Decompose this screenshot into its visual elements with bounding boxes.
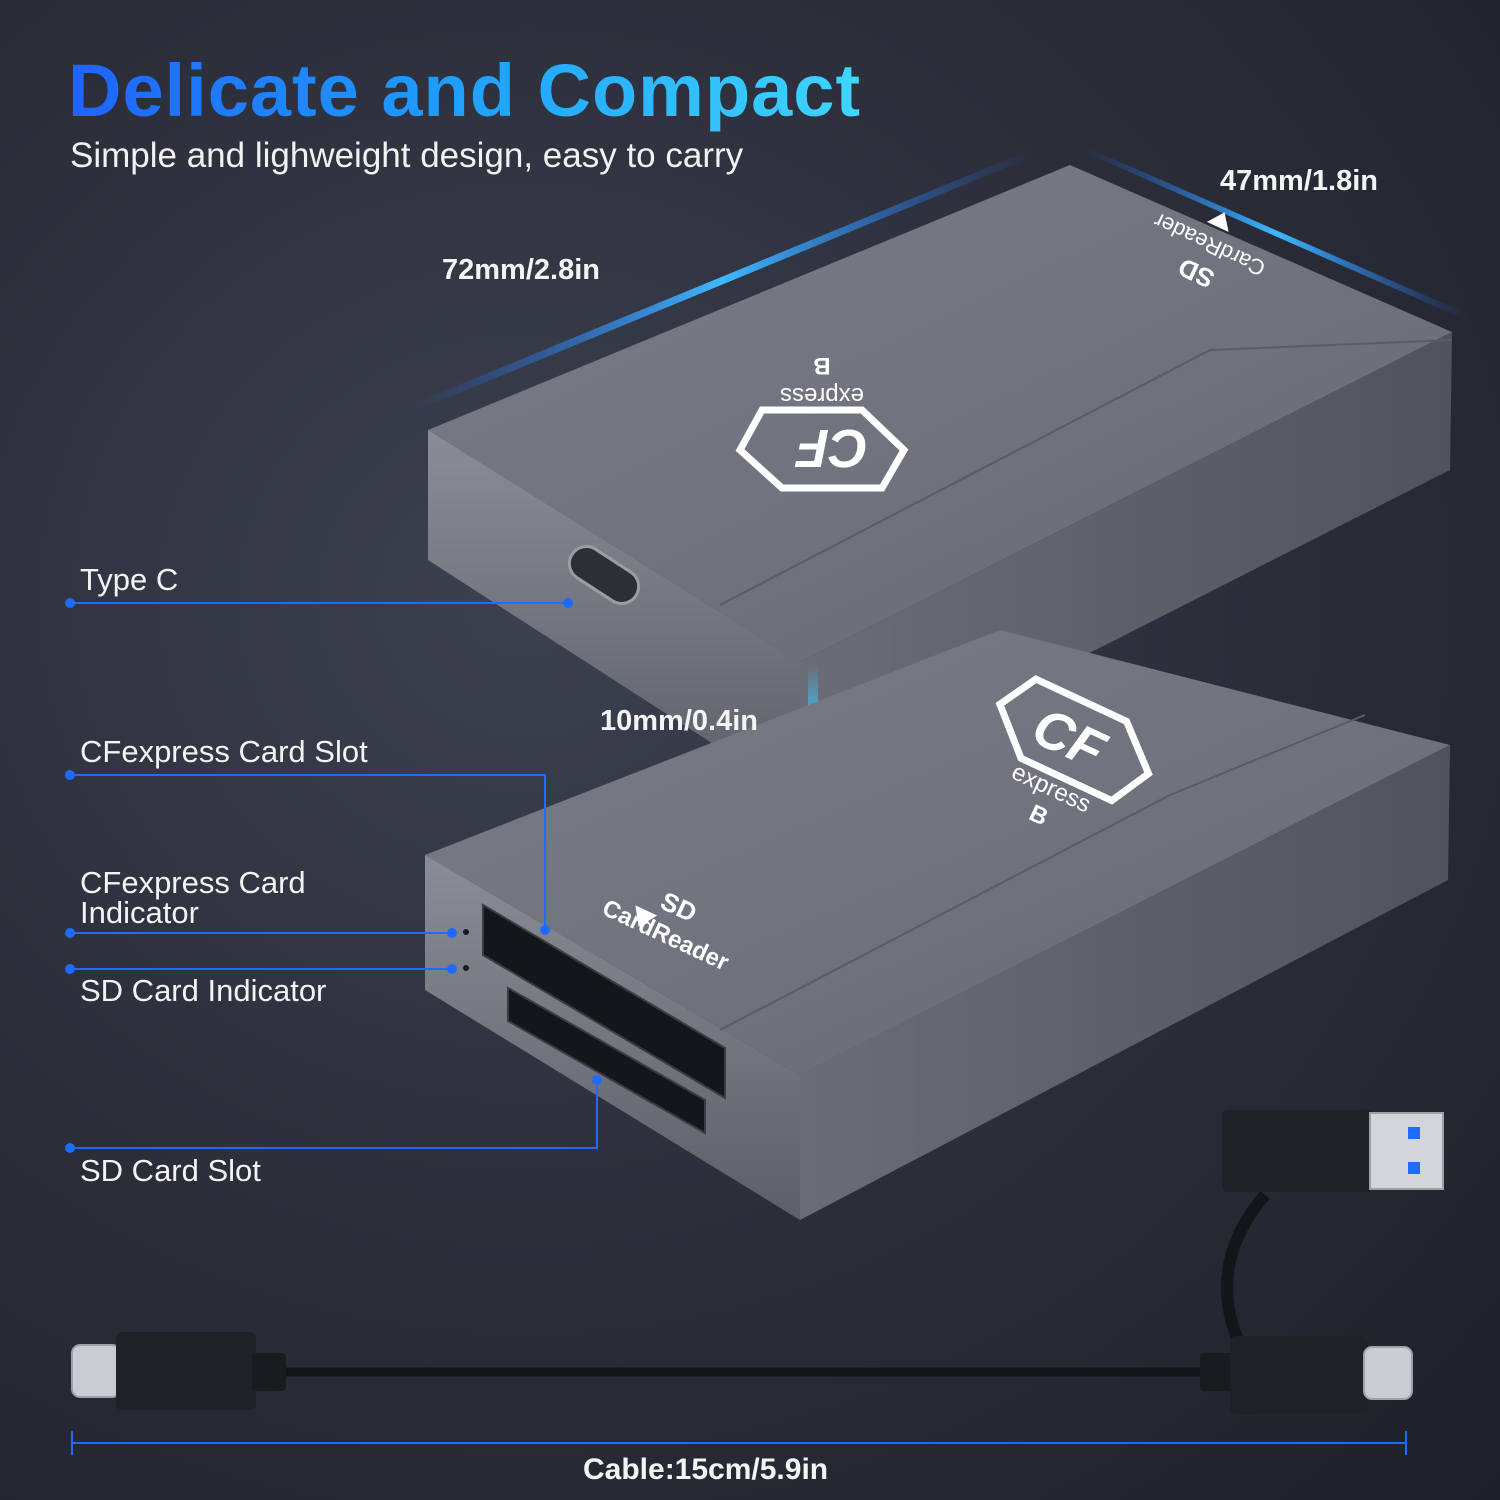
- insert-arrow-icon: [1206, 212, 1229, 233]
- length-dimension-line: [410, 150, 1034, 410]
- callout-lines: [70, 602, 598, 1149]
- insert-arrow-icon-lower: [635, 905, 658, 927]
- cfexpress-indicator-label-line1: CFexpress Card: [80, 865, 306, 900]
- sd-card-slot: [507, 986, 706, 1135]
- usb-a-plug-housing: [1222, 1110, 1374, 1192]
- usb-a-plug-metal: [1369, 1112, 1444, 1190]
- height-dimension-label: 10mm/0.4in: [600, 705, 758, 737]
- cfexpress-indicator-label-line2: Indicator: [80, 895, 199, 930]
- callout-dots: [65, 598, 602, 1153]
- usb-c-port: [567, 545, 641, 605]
- left-usb-c-plug-neck: [252, 1353, 286, 1391]
- cfexpress-shield-icon: [735, 406, 909, 492]
- left-usb-c-plug-metal: [71, 1344, 121, 1398]
- type-c-label: Type C: [80, 562, 179, 597]
- page-title: Delicate and Compact: [68, 49, 862, 132]
- sd-indicator-led: [463, 965, 469, 971]
- width-dimension-label: 47mm/1.8in: [1220, 165, 1378, 197]
- sd-slot-callout-dot-start: [65, 1143, 75, 1153]
- sd-slot-callout-dot-end: [592, 1075, 602, 1085]
- upper-cfexpress-logo: CF express B: [735, 352, 909, 492]
- cfexpress-logo-main: CF: [794, 418, 868, 478]
- cfexpress-logo-type: B: [813, 352, 830, 379]
- lower-device-top-face: [425, 630, 1450, 1075]
- cable-dimension-line: [71, 1431, 1407, 1455]
- cable-dimension-label: Cable:15cm/5.9in: [583, 1453, 829, 1486]
- cfexpress-indicator-led: [463, 929, 469, 935]
- lower-card-reader: CF express B SD CardReader: [425, 630, 1450, 1220]
- width-dimension-line: [1084, 148, 1470, 320]
- right-usb-c-plug-housing: [1230, 1336, 1368, 1414]
- usb-cable: [71, 1110, 1444, 1414]
- sd-indicator-callout-dot-end: [447, 964, 457, 974]
- upper-device-front-face: [428, 430, 800, 800]
- cfexpress-shield-icon-lower: [995, 675, 1153, 805]
- sd-indicator-label: SD Card Indicator: [80, 973, 327, 1008]
- cfexpress-slot-callout-dot-start: [65, 770, 75, 780]
- right-usb-c-plug-metal: [1363, 1346, 1413, 1400]
- usb-a-contact-top: [1408, 1127, 1420, 1139]
- type-c-callout-dot-end: [563, 598, 573, 608]
- cfexpress-slot-callout-dot-end: [540, 925, 550, 935]
- cable-branch-wire: [1221, 1191, 1270, 1343]
- cfexpress-logo-sub: express: [780, 382, 864, 409]
- upper-device-crease: [719, 339, 1453, 606]
- lower-device-right-face: [800, 745, 1450, 1220]
- sd-indicator-callout-dot-start: [65, 964, 75, 974]
- cfexpress-slot-label: CFexpress Card Slot: [80, 734, 368, 769]
- cfexpress-card-slot: [482, 903, 726, 1100]
- cfexpress-indicator-callout-dot-end: [447, 928, 457, 938]
- length-dimension-label: 72mm/2.8in: [442, 254, 600, 286]
- sd-slot-callout-line: [70, 1080, 598, 1149]
- type-c-callout-dot-start: [65, 598, 75, 608]
- cfexpress-indicator-callout-dot-start: [65, 928, 75, 938]
- left-usb-c-plug-housing: [116, 1332, 256, 1410]
- cfexpress-slot-callout-line: [70, 774, 546, 930]
- right-usb-c-plug-neck: [1200, 1353, 1236, 1391]
- lower-device-crease: [719, 714, 1366, 1031]
- page-subtitle: Simple and lighweight design, easy to ca…: [70, 136, 744, 175]
- usb-a-contact-bottom: [1408, 1162, 1420, 1174]
- upper-device-top-face: [428, 165, 1452, 662]
- sd-slot-label: SD Card Slot: [80, 1153, 261, 1188]
